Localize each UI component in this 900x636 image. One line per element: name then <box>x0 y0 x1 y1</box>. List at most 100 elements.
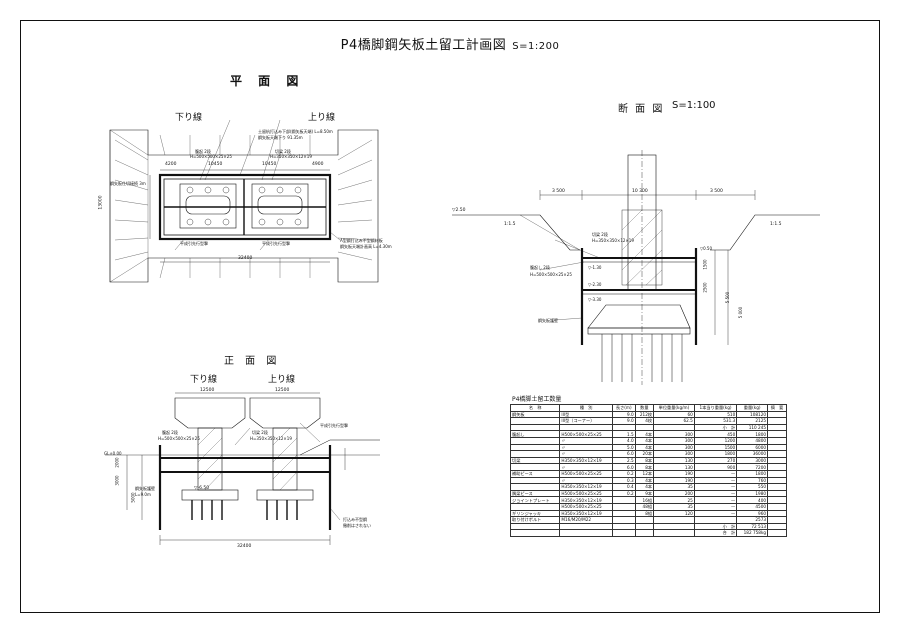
table-cell <box>611 529 636 537</box>
section-pile-label: 鋼矢板護壁 <box>538 318 558 323</box>
table-cell <box>559 423 613 432</box>
table-cell <box>559 529 613 537</box>
elevation-piles <box>191 500 298 520</box>
table-cell <box>559 522 613 531</box>
table-cell <box>611 423 636 432</box>
section-slope-left: 1:1.5 <box>504 222 516 227</box>
table-cell: 小 計 <box>693 522 738 531</box>
table-cell: 300 <box>653 443 695 452</box>
table-cell <box>611 522 636 531</box>
table-cell: 62.5 <box>653 417 695 425</box>
plan-note-1: 土留杭打込み下部(鋼矢板天端) L=8.50m <box>258 129 333 134</box>
table-cell: 腹起し <box>509 430 561 438</box>
table-cell <box>653 529 695 537</box>
plan-view <box>109 119 379 283</box>
section-strut-label: 切梁 2段 <box>592 232 608 237</box>
elevation-footing-right <box>256 489 314 501</box>
elevation-strut-spec: H=350×350×12×19 <box>250 436 292 441</box>
table-cell: 300 <box>653 450 695 458</box>
table-cell <box>767 450 787 458</box>
table-cell: 1980 <box>736 489 769 498</box>
table-cell: 16組 <box>634 496 655 504</box>
table-cell <box>509 502 561 511</box>
table-cell: 36000 <box>736 450 769 458</box>
section-vdim-1: 1500 <box>702 259 708 270</box>
section-level-3: ▽-3.30 <box>588 297 602 302</box>
plan-slope-hatch <box>114 134 373 279</box>
table-cell <box>767 522 787 531</box>
elevation-footing-left <box>181 489 239 501</box>
table-cell: 4本 <box>634 476 655 485</box>
table-cell: 0.2 <box>611 469 636 478</box>
section-dim-1: 3 500 <box>552 189 565 194</box>
table-cell <box>767 483 787 491</box>
section-ground-level: ▽2.50 <box>452 208 466 213</box>
section-scale: S=1:100 <box>672 100 716 111</box>
table-cell: 108120 <box>736 410 769 419</box>
table-cell: 1800 <box>693 450 738 458</box>
table-cell: 2573 <box>736 516 769 524</box>
table-cell: 12本 <box>634 469 655 478</box>
table-cell <box>509 522 561 531</box>
table-cell: 7200 <box>736 463 769 471</box>
plan-dim-2: 10450 <box>208 162 223 167</box>
plan-wale-label: 腹起 2段 <box>195 149 211 154</box>
elevation-strut-label: 切梁 2段 <box>252 430 268 435</box>
plan-left-side-note: 鋼矢板仕切接続 3m <box>110 181 146 186</box>
table-cell: 200 <box>653 489 695 498</box>
elevation-side-dim-2: 3000 <box>114 475 120 486</box>
col-length: 長さ(m) <box>611 404 636 412</box>
section-dim-2: 10 300 <box>632 189 648 194</box>
elevation-width-dim: 32400 <box>237 544 252 549</box>
table-cell: 9本 <box>634 489 655 498</box>
table-cell: 0.3 <box>611 476 636 485</box>
table-cell <box>509 476 561 485</box>
table-cell: H350×350×12×19 <box>559 509 613 518</box>
elevation-left-label: 下り線 <box>190 375 218 385</box>
table-cell <box>634 529 655 537</box>
table-cell: M16/M20/M22 <box>559 516 613 524</box>
table-cell <box>767 509 787 518</box>
section-ground-right <box>710 214 820 251</box>
table-cell: 〃 <box>559 476 613 485</box>
table-cell <box>509 417 561 425</box>
table-cell <box>634 516 655 524</box>
col-name: 名 称 <box>509 404 561 412</box>
plan-dim-3: 10450 <box>262 162 277 167</box>
table-cell: 8本 <box>634 463 655 471</box>
elevation-level-mid: ▽-6.50 <box>194 486 210 491</box>
section-footing <box>587 304 691 329</box>
plan-left-label: 下り線 <box>175 113 203 123</box>
table-cell: 25 <box>653 496 695 504</box>
table-cell: 900 <box>693 463 738 471</box>
table-cell <box>611 516 636 524</box>
table-cell: 1500 <box>693 443 738 452</box>
elevation-right-note: 平成引先行型撃 <box>320 423 348 428</box>
table-cell: 隅梁ピース <box>509 489 561 498</box>
table-cell <box>634 522 655 531</box>
drawing-border <box>20 20 880 613</box>
table-cell: H500×500×25×25 <box>559 430 613 438</box>
plan-dim-width: 32400 <box>238 256 253 261</box>
section-slope-right: 1:1.5 <box>770 222 782 227</box>
table-cell: 20本 <box>634 450 655 458</box>
elevation-dim-2: 12500 <box>275 388 290 393</box>
table-cell <box>509 423 561 432</box>
table-cell: 4500 <box>736 502 769 511</box>
table-cell <box>611 496 636 504</box>
table-cell: 130 <box>653 456 695 465</box>
quantity-table: 名 称 種 別 長さ(m) 数量 単位重量(kg/m) 1本当り重量(kg) 重… <box>509 404 787 537</box>
col-piece-weight: 1本当り重量(kg) <box>693 404 738 412</box>
table-cell: 〃 <box>559 463 613 471</box>
col-remarks: 摘 要 <box>767 404 787 412</box>
table-cell: 取り付けボルト <box>509 516 561 524</box>
elevation-pile-length: L=9.0m <box>135 492 151 497</box>
table-cell: 212枚 <box>634 410 655 419</box>
